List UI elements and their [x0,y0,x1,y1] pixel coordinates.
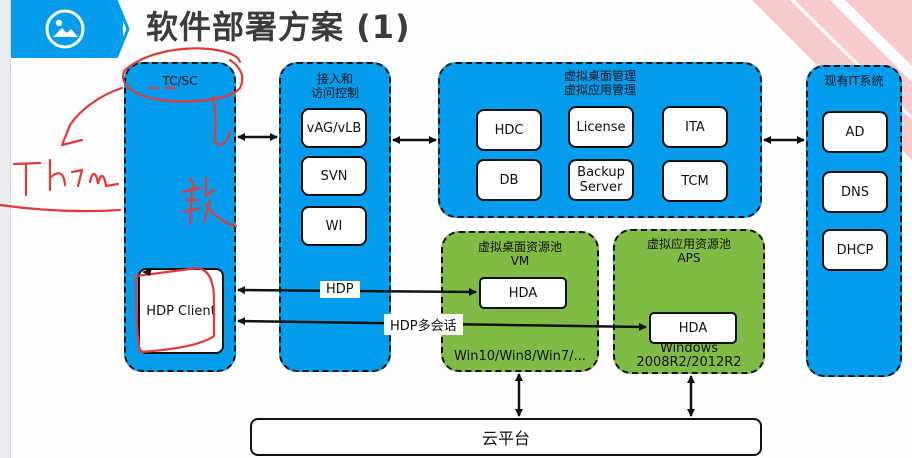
platform-label: 云平台 [481,429,530,448]
edge-label-hdp-multi: HDP多会话 [384,314,463,335]
annotation-arrow [60,86,124,147]
group-title: TC/SC [162,74,198,88]
node-ad[interactable]: AD [822,111,888,153]
group-title-line1: 虚拟应用资源池 [646,237,731,251]
node-label: HDA [678,320,708,336]
left-scroll-gutter [0,0,11,458]
group-title-line2: 虚拟应用管理 [563,83,636,97]
group-title-line1: 虚拟桌面管理 [563,69,636,83]
node-label: HDC [494,122,524,138]
node-label: DNS [841,184,869,200]
node-license[interactable]: License [568,106,634,148]
banner-chevron [114,0,130,58]
node-tcm[interactable]: TCM [662,160,728,202]
slide-title: 软件部署方案 (1) [146,8,411,46]
node-vag-vlb[interactable]: vAG/vLB [301,108,367,148]
node-db[interactable]: DB [476,159,542,201]
node-dhcp[interactable]: DHCP [822,229,888,271]
group-access-control: 接入和 访问控制 vAG/vLB SVN WI [279,62,391,372]
group-existing-it: 现有IT系统 AD DNS DHCP [806,65,902,377]
group-footer-line1: Windows [659,341,719,356]
node-label: HDA [508,285,538,301]
group-title-line1: 虚拟桌面资源池 [477,240,562,254]
annotation-thin [12,158,120,197]
node-label: DHCP [836,242,874,258]
group-title-line2: VM [510,254,530,268]
node-hdc[interactable]: HDC [476,109,542,151]
edge-label-hdp: HDP [320,281,360,298]
node-backup-server[interactable]: Backup Server [568,159,634,201]
group-footer-line2: 2008R2/2012R2 [636,355,742,370]
group-footer: Win10/Win8/Win7/... [454,349,586,364]
group-title-line1: 接入和 [316,72,353,86]
node-label: vAG/vLB [306,120,362,136]
node-label: License [576,119,626,135]
node-label: TCM [681,173,709,189]
group-app-pool: 虚拟应用资源池 APS HDA Windows 2008R2/2012R2 [613,229,765,374]
node-wi[interactable]: WI [301,206,367,246]
group-title-line2: 访问控制 [310,86,359,100]
annotation-underline [0,203,122,213]
node-label: Backup Server [577,165,625,195]
group-title-line2: APS [677,251,701,265]
node-svn[interactable]: SVN [301,156,367,196]
cloud-platform[interactable]: 云平台 [250,418,762,456]
node-label: WI [325,218,343,234]
node-hda-vm[interactable]: HDA [479,277,567,309]
group-title: 现有IT系统 [824,74,884,88]
node-label: ITA [685,119,705,135]
group-management: 虚拟桌面管理 虚拟应用管理 HDC License ITA DB Backup … [438,62,762,218]
node-label: HDP Client [146,303,216,319]
node-label: AD [845,124,865,140]
image-icon [45,9,85,49]
group-desktop-pool: 虚拟桌面资源池 VM HDA Win10/Win8/Win7/... [441,231,599,372]
node-label: DB [499,172,519,188]
node-hda-aps[interactable]: HDA [649,312,737,344]
node-hdp-client[interactable]: HDP Client [138,268,224,354]
node-ita[interactable]: ITA [662,106,728,148]
title-banner [11,0,123,58]
node-dns[interactable]: DNS [822,171,888,213]
node-label: SVN [320,168,348,184]
group-tc-sc: TC/SC HDP Client [124,62,236,372]
